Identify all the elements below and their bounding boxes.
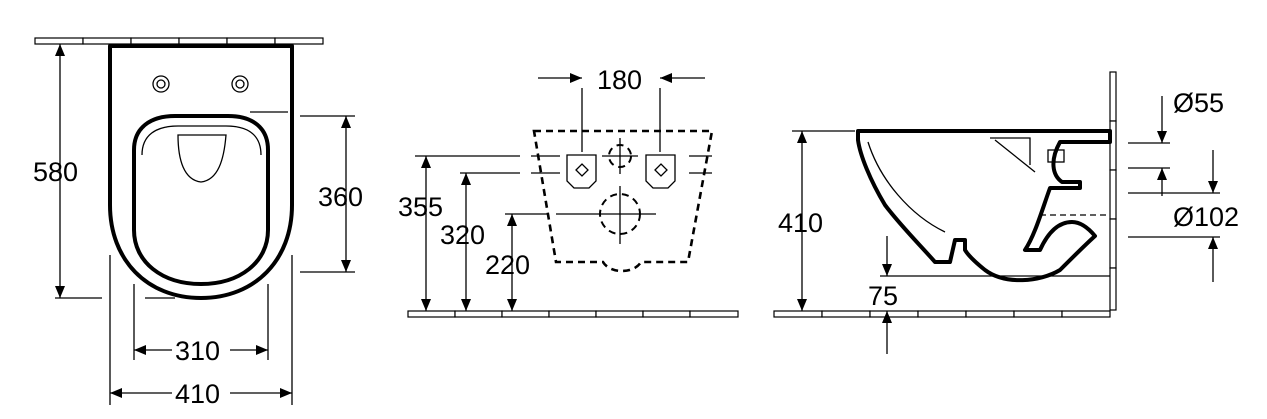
pan-outline-front: [532, 129, 714, 273]
top-wall: [34, 37, 324, 45]
side-floor: [773, 310, 1111, 318]
front-floor: [407, 310, 739, 318]
dim-355-label: 355: [398, 192, 443, 222]
side-view: 410 75 Ø55 Ø102: [773, 71, 1239, 354]
dim-580-label: 580: [33, 157, 78, 187]
dim-320-label: 320: [440, 220, 485, 250]
dim-360-label: 360: [318, 182, 363, 212]
dim-75-label: 75: [868, 281, 898, 311]
seat-opening: [132, 114, 270, 286]
bowl-outline-top: [108, 44, 294, 300]
top-view: 580 310 410 360: [33, 37, 363, 409]
dim-310-label: 310: [175, 336, 220, 366]
side-wall: [1109, 71, 1117, 311]
dim-410-height-label: 410: [778, 208, 823, 238]
dim-inlet-diameter-label: Ø55: [1173, 88, 1224, 118]
front-view: 180 355 320 220: [398, 65, 739, 318]
bolt-bracket-left: [566, 154, 597, 189]
dim-220-label: 220: [485, 250, 530, 280]
pan-profile-outer: [856, 129, 1112, 283]
dim-outlet-diameter-label: Ø102: [1173, 202, 1239, 232]
dim-410-width-label: 410: [175, 379, 220, 409]
fixing-hole-left: [152, 75, 170, 93]
pan-profile-inner: [867, 141, 946, 233]
seat-inner-rim: [141, 125, 262, 156]
fixing-hole-right: [231, 75, 249, 93]
bowl-recess: [177, 134, 227, 183]
dim-180-label: 180: [597, 65, 642, 95]
bolt-bracket-right: [645, 154, 676, 189]
